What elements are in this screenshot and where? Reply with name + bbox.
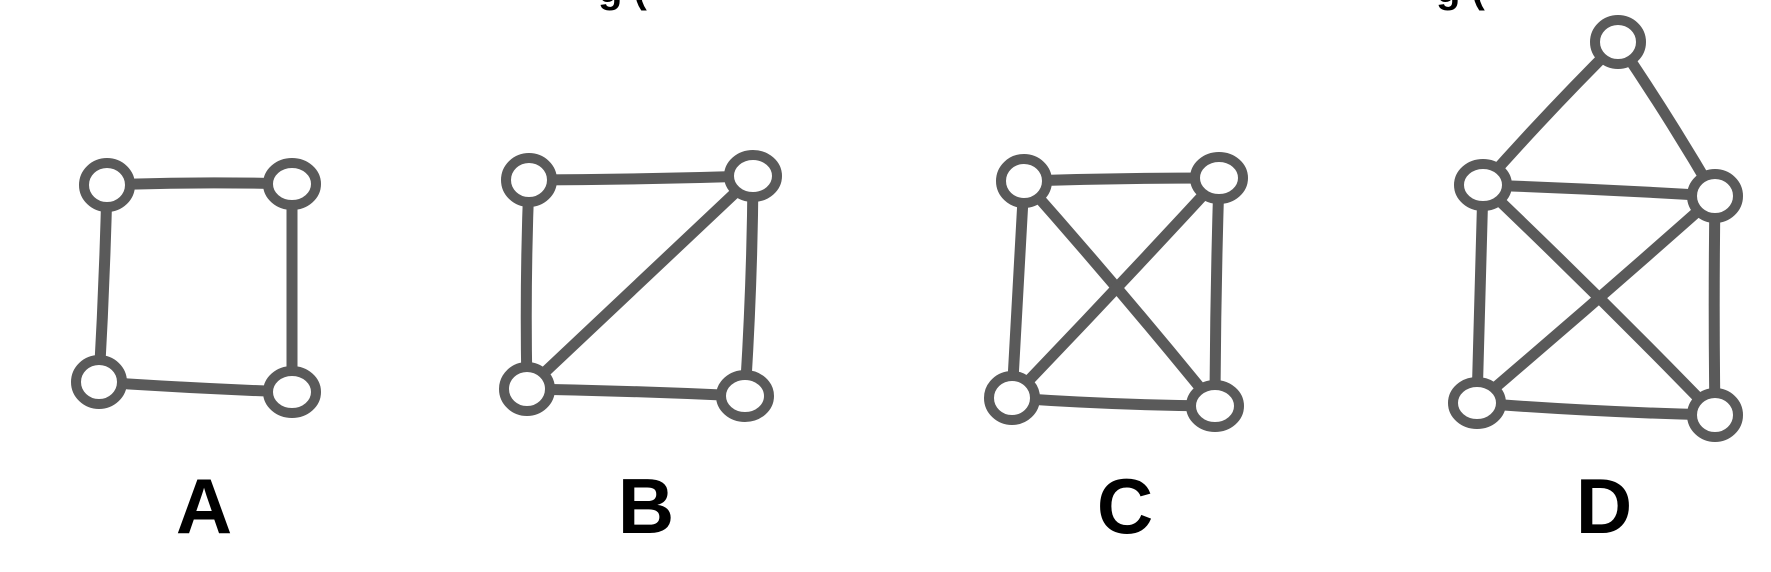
node-bottom-left — [984, 371, 1040, 425]
graph-label-c: C — [1097, 462, 1153, 550]
graph-d — [1448, 15, 1743, 442]
node-bottom-left — [499, 362, 555, 416]
edge-top-left-to-top-right — [523, 170, 759, 186]
node-top-right — [724, 150, 782, 202]
edge-top-right-to-bottom-right — [1708, 190, 1721, 421]
edge-top-right-to-bottom-left — [521, 170, 759, 395]
node-bottom-right — [1186, 380, 1244, 432]
node-top-right — [263, 158, 321, 210]
node-bottom-left — [1448, 377, 1506, 429]
node-top-right — [1190, 152, 1248, 204]
top-text-fragment-1: g ( — [598, 0, 648, 11]
edge-top-right-to-bottom-right — [1209, 172, 1225, 412]
edge-bottom-left-to-bottom-right — [521, 383, 751, 402]
graph-a — [71, 158, 321, 418]
node-bottom-right — [263, 366, 321, 418]
edge-top-right-to-bottom-right — [739, 170, 759, 402]
top-text-fragment-2: g ( — [1436, 0, 1486, 11]
graph-label-d: D — [1576, 462, 1632, 550]
edge-bottom-left-to-bottom-right — [1471, 397, 1721, 421]
edge-top-right-to-bottom-left — [1471, 190, 1721, 409]
graph-label-b: B — [618, 462, 674, 550]
edge-top-left-to-top-right — [1477, 179, 1721, 202]
node-bottom-right — [1687, 388, 1743, 442]
node-top-right — [1687, 169, 1743, 223]
node-bottom-right — [716, 370, 774, 422]
node-top-left — [79, 158, 135, 212]
node-top-left — [1454, 159, 1512, 211]
graph-b — [499, 150, 782, 422]
edge-top-left-to-bottom-left — [520, 174, 535, 395]
edge-top-right-to-bottom-left — [1006, 172, 1225, 404]
edge-top-left-to-top-right — [1018, 172, 1225, 187]
node-bottom-left — [71, 355, 127, 409]
edge-top-left-to-bottom-right — [1018, 175, 1221, 412]
edge-top-left-to-bottom-left — [1471, 179, 1489, 409]
graph-label-a: A — [176, 462, 232, 550]
node-top-left — [501, 153, 557, 207]
graph-c — [984, 152, 1248, 432]
node-apex — [1590, 15, 1646, 69]
node-top-left — [996, 154, 1052, 208]
